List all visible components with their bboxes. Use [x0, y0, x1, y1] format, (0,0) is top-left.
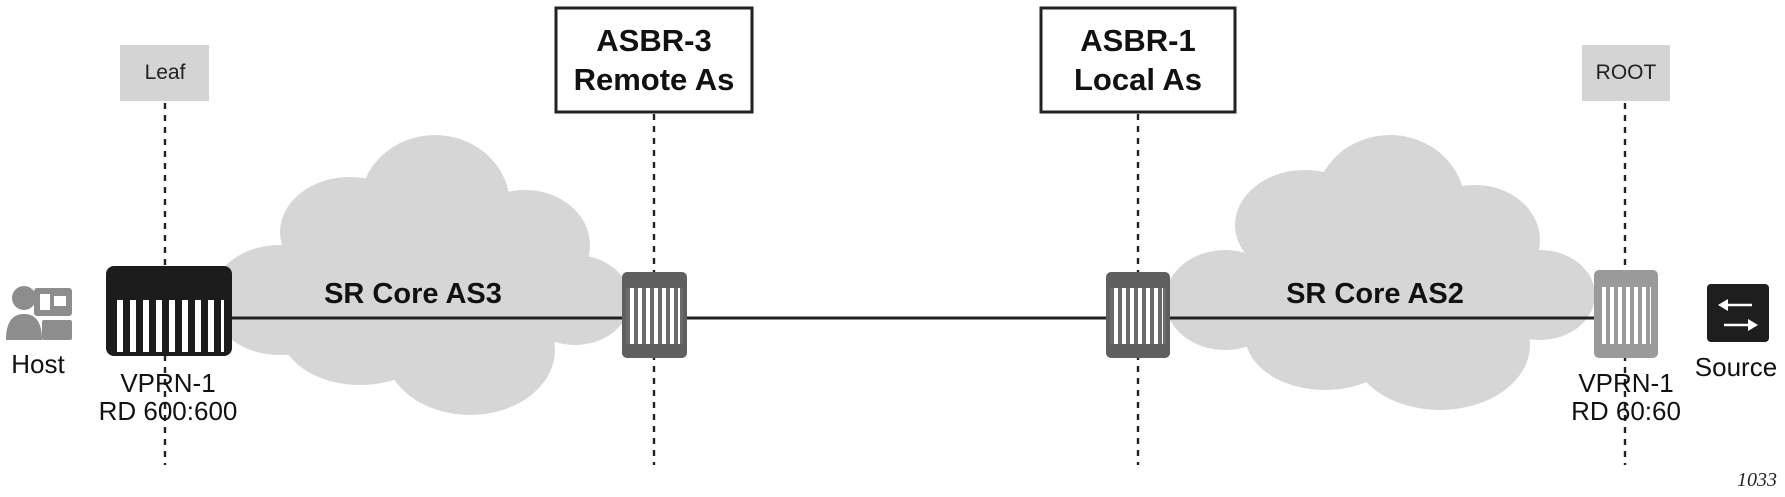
asbr1-box	[1039, 6, 1237, 114]
left-rd-label: RD 600:600	[99, 396, 238, 426]
host-label: Host	[11, 349, 65, 379]
asbr3-title: ASBR-3	[596, 23, 711, 58]
root-tag-label: ROOT	[1596, 61, 1657, 84]
asbr3-router-icon	[622, 272, 687, 358]
source-switch-icon	[1707, 284, 1769, 342]
asbr3-subtitle: Remote As	[574, 62, 735, 97]
leaf-tag-label: Leaf	[145, 61, 186, 84]
asbr3-box	[554, 6, 754, 114]
host-icon	[6, 286, 72, 340]
cloud-sr-core-as3	[210, 135, 630, 415]
asbr1-title: ASBR-1	[1080, 23, 1195, 58]
asbr1-subtitle: Local As	[1074, 62, 1202, 97]
root-router-icon	[1594, 270, 1658, 358]
root-tag	[1582, 45, 1670, 101]
source-label: Source	[1695, 352, 1777, 382]
figure-number: 1033	[1737, 469, 1777, 491]
leaf-router-icon	[106, 266, 232, 356]
leaf-tag	[120, 45, 209, 101]
cloud-sr-core-as2	[1165, 135, 1595, 410]
asbr1-router-icon	[1106, 272, 1170, 358]
right-rd-label: RD 60:60	[1571, 396, 1681, 426]
left-vprn-label: VPRN-1	[120, 368, 215, 398]
right-vprn-label: VPRN-1	[1578, 368, 1673, 398]
cloud-sr-core-as3-label: SR Core AS3	[324, 278, 502, 310]
cloud-sr-core-as2-label: SR Core AS2	[1286, 278, 1464, 310]
